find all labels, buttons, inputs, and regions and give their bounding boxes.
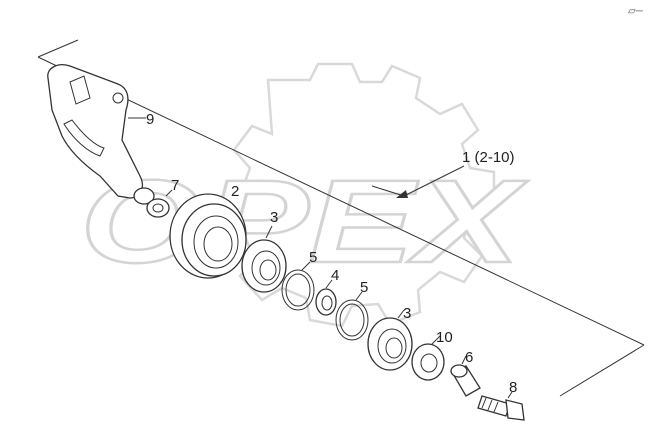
snap-ring-b-outer — [335, 299, 369, 341]
callout-9: 9 — [146, 111, 154, 128]
bolt-thread-2 — [487, 399, 493, 411]
bracket-hole — [112, 92, 124, 104]
callout-labels: 9 7 2 3 5 4 5 3 10 6 8 1 (2-10) — [146, 111, 517, 396]
sleeve-end — [450, 364, 468, 378]
housing-inner — [193, 215, 239, 269]
assembly-callout — [371, 165, 465, 198]
callout-6: 6 — [465, 349, 473, 366]
spacer-outer — [411, 343, 445, 381]
part-5-snap-ring-b — [335, 291, 369, 341]
part-2-housing — [169, 193, 247, 279]
callout-assembly: 1 (2-10) — [462, 149, 515, 166]
bolt-shank — [477, 395, 511, 417]
part-6-sleeve — [450, 355, 481, 397]
part-3-bearing-a — [241, 225, 287, 293]
leader-assembly-arrow — [396, 190, 408, 198]
bracket-body — [47, 64, 144, 199]
part-8-bolt — [477, 391, 525, 421]
leader-10 — [431, 335, 441, 345]
leader-7 — [165, 189, 173, 197]
leader-3b — [397, 309, 405, 319]
snap-ring-a-outer — [281, 269, 315, 311]
bearing-b-bore — [385, 337, 403, 359]
part-4-washer — [315, 279, 337, 316]
bearing-b-outer — [367, 317, 413, 371]
leader-3a — [265, 225, 273, 239]
bearing-a-bore — [259, 259, 277, 281]
watermark-text: OPEX — [80, 156, 528, 288]
callout-8: 8 — [509, 379, 517, 396]
assembly-bracket — [37, 39, 645, 397]
snap-ring-b-inner — [339, 303, 365, 337]
callout-4: 4 — [331, 267, 339, 284]
bushing-7-a — [133, 187, 155, 205]
bearing-a-inner — [251, 250, 281, 286]
spacer-bore — [420, 353, 438, 373]
callout-10: 10 — [436, 329, 453, 346]
part-9-bracket — [47, 64, 146, 199]
part-5-snap-ring-a — [281, 261, 315, 311]
callout-2: 2 — [231, 183, 239, 200]
bushing-7-bore — [152, 203, 164, 213]
washer-outer — [315, 288, 337, 316]
bracket-hook — [63, 119, 105, 157]
callout-3-a: 3 — [270, 209, 278, 226]
corner-mark: ▱─ — [628, 6, 644, 17]
bearing-a-outer — [241, 239, 287, 293]
callout-7: 7 — [171, 177, 179, 194]
bracket-slot — [69, 75, 91, 105]
part-10-spacer — [411, 335, 445, 381]
bushing-7-b — [146, 198, 170, 218]
part-7-bushing — [133, 187, 173, 218]
leader-5b — [355, 291, 363, 301]
bolt-thread-1 — [481, 397, 487, 409]
bearing-b-inner — [377, 328, 407, 364]
leader-5a — [301, 261, 311, 271]
callout-3-b: 3 — [403, 305, 411, 322]
leader-assembly-tail — [371, 185, 405, 197]
housing-rim — [181, 203, 247, 277]
leader-6 — [461, 355, 467, 365]
snap-ring-a-inner — [285, 273, 311, 307]
housing-bore — [203, 226, 233, 262]
washer-bore — [321, 295, 333, 311]
callout-5-b: 5 — [360, 279, 368, 296]
part-3-bearing-b — [367, 309, 413, 371]
bracket-left-tick — [37, 39, 79, 58]
bolt-thread-3 — [493, 401, 499, 413]
leader-assembly — [403, 165, 465, 197]
bolt-head — [505, 399, 525, 421]
callout-5-a: 5 — [309, 249, 317, 266]
bracket-right-line — [559, 344, 645, 397]
leader-4 — [325, 279, 333, 289]
watermark-logo: OPEX — [79, 62, 530, 328]
leader-8 — [507, 391, 513, 399]
bracket-top-line — [37, 56, 645, 346]
